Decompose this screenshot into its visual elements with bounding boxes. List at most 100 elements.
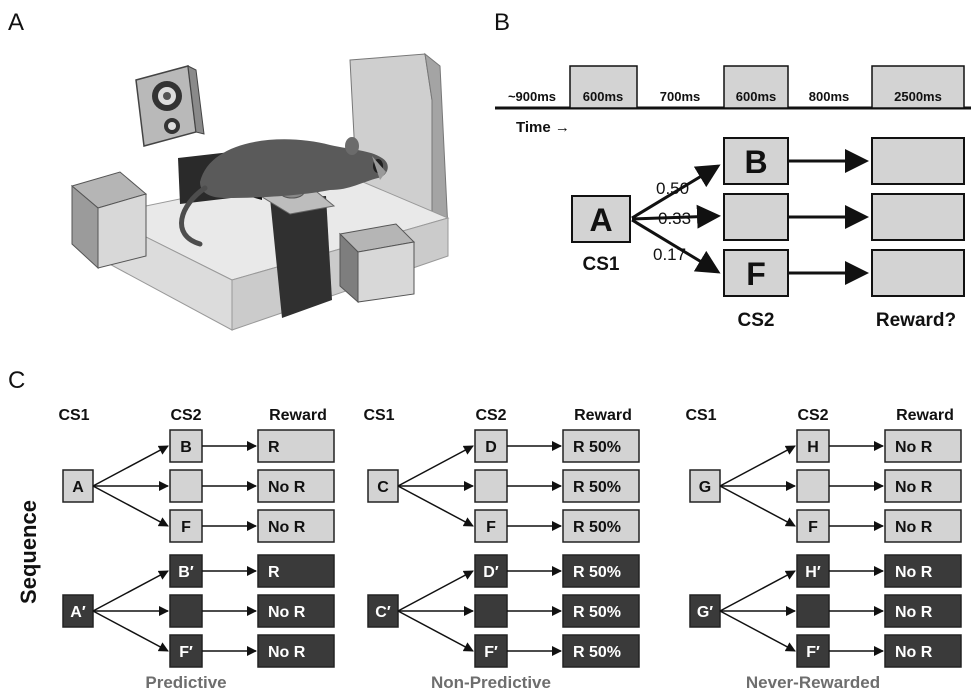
timeline-duration-label: ~900ms (508, 89, 556, 104)
speaker-icon (135, 65, 205, 147)
reward-box (884, 429, 962, 463)
cs2-box-middle (723, 193, 789, 241)
reward-box (562, 594, 640, 628)
arrow-cs1-to-cs2 (92, 485, 169, 527)
apparatus-illustration (70, 52, 450, 331)
reward-box (257, 554, 335, 588)
time-label: Time → (516, 119, 570, 136)
probability-b: 0.50 (656, 179, 689, 198)
cs2-box (796, 469, 830, 503)
cs2-box (474, 469, 508, 503)
cs2-box (169, 634, 203, 668)
timeline-duration-label: 600ms (736, 89, 776, 104)
cs1-label: CS1 (583, 254, 620, 275)
arrow-cs1-to-cs2 (397, 445, 474, 487)
arrow-cs1-to-cs2 (92, 570, 169, 612)
reward-box-label: R 50% (573, 564, 621, 581)
cs2-box-label: H′ (805, 564, 821, 581)
cs2-box-label: F (181, 519, 191, 536)
cs2-box-label: D′ (483, 564, 499, 581)
reward-box-label: No R (895, 439, 933, 456)
cs1-box-label: C (377, 479, 389, 496)
reward-box (257, 634, 335, 668)
reward-box-label: No R (895, 479, 933, 496)
cs1-box (62, 594, 94, 628)
arrow-cs1-to-cs2 (719, 610, 796, 652)
reward-box-label: R 50% (573, 439, 621, 456)
reward-box-top (871, 137, 965, 185)
reward-box (562, 509, 640, 543)
cs1-box (571, 195, 631, 243)
group-title: Never-Rewarded (746, 673, 880, 692)
reward-box-label: No R (268, 604, 306, 621)
reward-box (884, 469, 962, 503)
cs2-box-label: F′ (484, 644, 498, 661)
cs1-box-label: A (72, 479, 84, 496)
reward-box (884, 509, 962, 543)
reward-box-label: No R (268, 644, 306, 661)
reward-question-label: Reward? (876, 310, 956, 331)
cs2-box (796, 634, 830, 668)
panel-label-b: B (494, 9, 510, 36)
reward-box-label: R 50% (573, 479, 621, 496)
cs2-box-top-label: B (744, 144, 767, 180)
group-title: Predictive (145, 673, 226, 692)
cs2-box (169, 594, 203, 628)
cs2-box-label: F′ (179, 644, 193, 661)
cs2-box (169, 509, 203, 543)
cs2-label: CS2 (738, 310, 775, 331)
timeline-stimulus-box (723, 65, 789, 109)
panel-label-a: A (8, 9, 24, 36)
cs1-box (689, 594, 721, 628)
cs2-box (796, 554, 830, 588)
reward-box-label: No R (895, 519, 933, 536)
cs2-box-label: D (485, 439, 497, 456)
cs2-box-label: H (807, 439, 819, 456)
cs2-box-label: F (486, 519, 496, 536)
reward-box-label: R 50% (573, 604, 621, 621)
column-header: CS2 (797, 407, 828, 424)
arrow-a-to-b (631, 164, 721, 220)
reward-box (562, 469, 640, 503)
column-header: CS2 (170, 407, 201, 424)
reward-box-bottom (871, 249, 965, 297)
timeline-duration-label: 600ms (583, 89, 623, 104)
column-header: CS1 (363, 407, 394, 424)
probability-f: 0.17 (653, 245, 686, 264)
cs1-box-label: A′ (70, 604, 86, 621)
reward-box-middle (871, 193, 965, 241)
reward-box-label: No R (895, 564, 933, 581)
probability-blank: 0.33 (658, 209, 691, 228)
cs1-box-label: G′ (697, 604, 713, 621)
reward-box-label: R 50% (573, 644, 621, 661)
panel-label-c: C (8, 367, 25, 394)
group-title: Non-Predictive (431, 673, 551, 692)
cs2-box (169, 469, 203, 503)
cs2-box-label: F′ (806, 644, 820, 661)
reward-box-label: R (268, 439, 280, 456)
cs2-box (474, 429, 508, 463)
arrow-cs1-to-cs2 (397, 570, 474, 612)
cs1-box (62, 469, 94, 503)
reward-box-label: R 50% (573, 519, 621, 536)
column-header: CS1 (58, 407, 89, 424)
cs1-box (367, 594, 399, 628)
rat-illustration (179, 137, 388, 247)
reward-box (257, 469, 335, 503)
cs2-box (796, 429, 830, 463)
arrow-cs1-to-cs2 (719, 485, 796, 527)
timeline-duration-label: 2500ms (894, 89, 942, 104)
cs2-box-top (723, 137, 789, 185)
sequence-axis-label: Sequence (16, 500, 41, 604)
reward-box-label: No R (268, 479, 306, 496)
arrow-cs1-to-cs2 (92, 445, 169, 487)
arrow-cs1-to-cs2 (397, 485, 474, 527)
cs2-box-bottom-label: F (746, 256, 766, 292)
cs2-box-bottom (723, 249, 789, 297)
reward-box (562, 554, 640, 588)
arrow-cs1-to-cs2 (719, 570, 796, 612)
column-header: CS1 (685, 407, 716, 424)
